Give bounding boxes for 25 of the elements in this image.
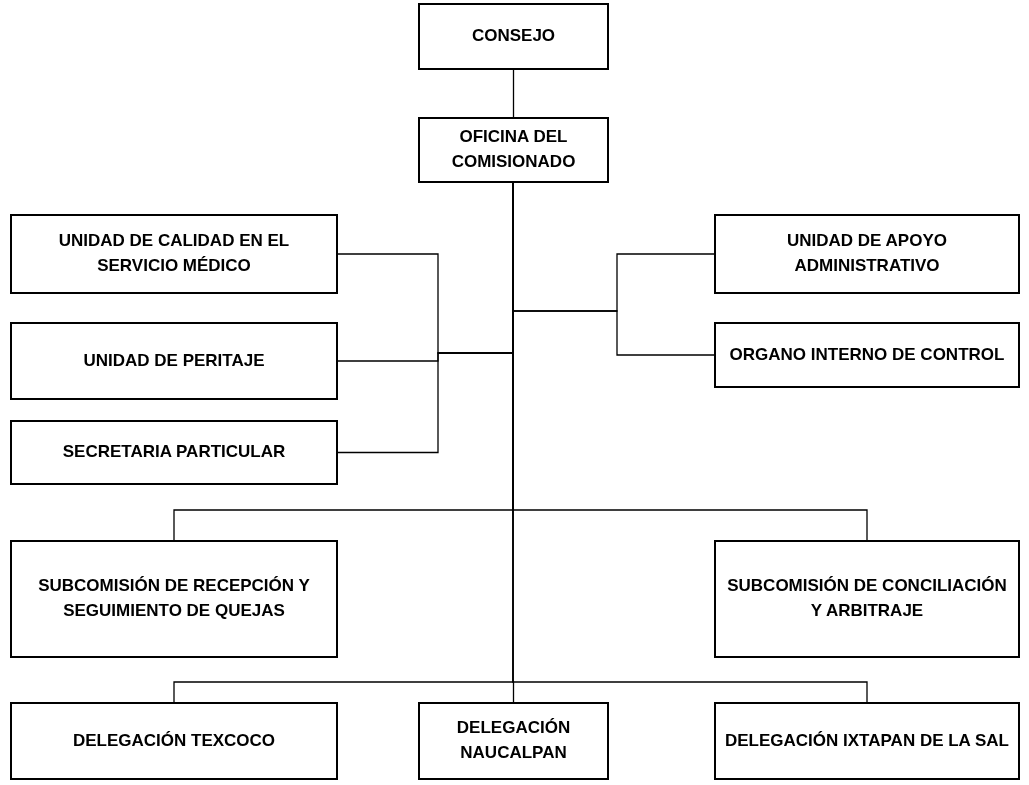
org-box xyxy=(10,322,338,400)
unit-name: DELEGACIÓN TEXCOCO xyxy=(72,729,276,752)
org-box xyxy=(714,702,1020,780)
unit-name: ORGANO INTERNO DE CONTROL xyxy=(729,343,1005,366)
unit-name: UNIDAD DE APOYO ADMINISTRATIVO xyxy=(786,230,948,277)
unit-name: SECRETARIA PARTICULAR xyxy=(62,441,286,464)
unit-name: SUBCOMISIÓN DE CONCILIACIÓN Y ARBITRAJE xyxy=(726,575,1008,622)
unit-name: DELEGACIÓN IXTAPAN DE LA SAL xyxy=(725,729,1009,752)
unit-name: DELEGACIÓN NAUCALPAN xyxy=(455,717,572,764)
unit-name: SUBCOMISIÓN DE RECEPCIÓN Y SEGUIMIENTO DE QUEJAS xyxy=(37,575,311,622)
org-box xyxy=(10,702,338,780)
connector-line xyxy=(512,69,515,118)
org-box xyxy=(714,540,1020,658)
org-box xyxy=(10,540,338,658)
org-box xyxy=(418,117,609,183)
org-box xyxy=(418,3,609,70)
org-box xyxy=(10,214,338,294)
org-box xyxy=(418,702,609,780)
unit-name: CONSEJO xyxy=(471,25,556,48)
org-box xyxy=(714,322,1020,388)
org-box xyxy=(10,420,338,485)
unit-name: OFICINA DEL COMISIONADO xyxy=(450,126,577,173)
org-box xyxy=(714,214,1020,294)
unit-name: UNIDAD DE CALIDAD EN EL SERVICIO MÉDICO xyxy=(57,230,291,277)
unit-name: UNIDAD DE PERITAJE xyxy=(83,349,265,372)
